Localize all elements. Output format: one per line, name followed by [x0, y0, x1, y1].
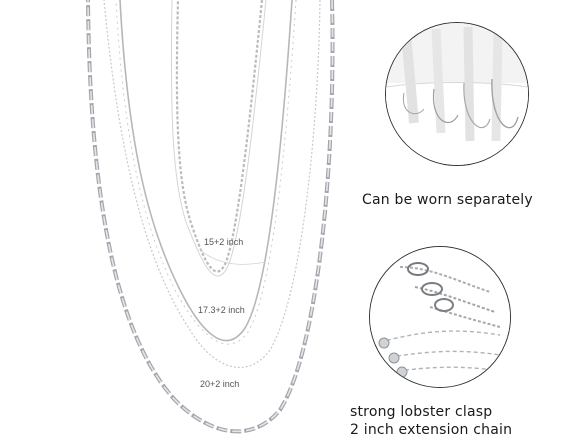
necklace-stand-inset	[385, 22, 529, 166]
chain-middle	[119, 0, 293, 342]
length-label-short: 15+2 inch	[204, 237, 244, 247]
necklaces-on-stand-photo	[386, 23, 528, 165]
clasp-caption-line2: 2 inch extension chain	[350, 422, 513, 438]
length-label-middle: 17.3+2 inch	[198, 305, 245, 315]
length-label-long: 20+2 inch	[200, 379, 240, 389]
layered-necklace-illustration	[86, 0, 335, 434]
chain-short	[175, 0, 264, 273]
clasp-caption-line1: strong lobster clasp	[350, 404, 493, 420]
worn-separately-caption: Can be worn separately	[362, 192, 533, 208]
lobster-clasp-closeup-photo	[370, 247, 510, 387]
clasp-closeup-inset	[369, 246, 511, 388]
